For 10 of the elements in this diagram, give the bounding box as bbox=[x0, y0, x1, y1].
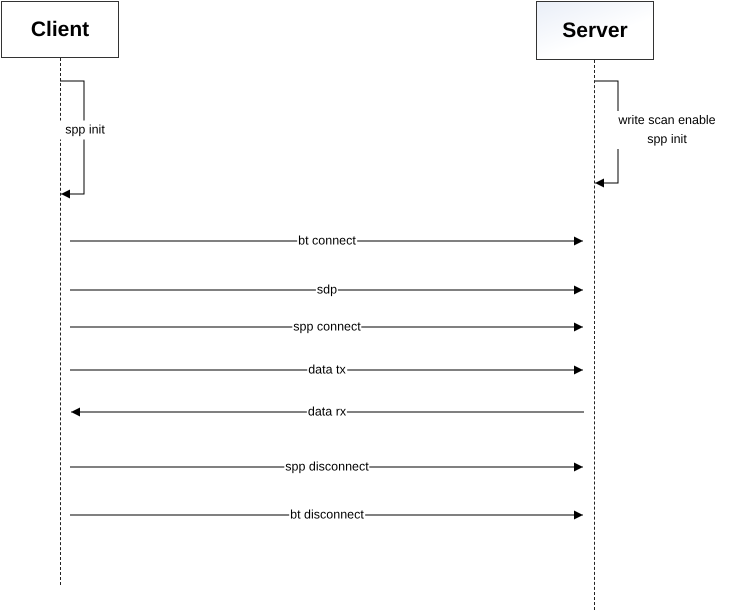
message-arrow bbox=[70, 236, 584, 246]
message-arrow bbox=[60, 80, 84, 198]
participant-box bbox=[1, 1, 119, 58]
participant-name: Server bbox=[562, 18, 628, 42]
message-arrow bbox=[70, 286, 584, 294]
lifeline bbox=[594, 60, 595, 610]
message-arrow bbox=[70, 366, 584, 374]
participant-box bbox=[536, 1, 654, 60]
participant-name: Client bbox=[30, 18, 90, 42]
message-arrow bbox=[70, 408, 584, 416]
